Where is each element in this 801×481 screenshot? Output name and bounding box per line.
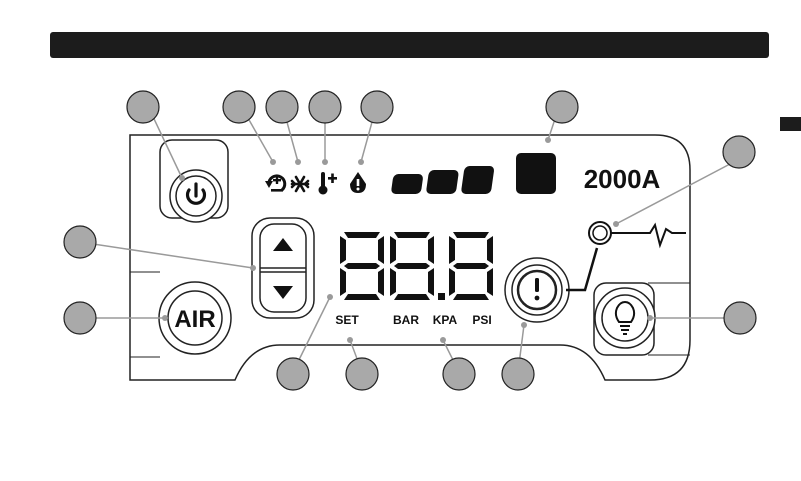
callout-circle bbox=[277, 358, 309, 390]
callout-circle bbox=[309, 91, 341, 123]
status-led bbox=[589, 222, 611, 244]
callout-circle bbox=[64, 226, 96, 258]
callout-circle bbox=[223, 91, 255, 123]
callout-circle bbox=[346, 358, 378, 390]
bar-label: BAR bbox=[393, 313, 419, 327]
callout-circle bbox=[502, 358, 534, 390]
model-label: 2000A bbox=[584, 164, 661, 194]
air-label: AIR bbox=[174, 306, 215, 333]
psi-label: PSI bbox=[472, 313, 491, 327]
callout-circle bbox=[64, 302, 96, 334]
level-bars bbox=[391, 153, 556, 194]
recirculation-icon bbox=[265, 176, 285, 192]
callout-circle bbox=[724, 302, 756, 334]
snowflake-icon bbox=[292, 177, 308, 191]
seven-segment-display bbox=[340, 232, 493, 300]
thermometer-plus-icon bbox=[319, 172, 338, 195]
kpa-label: KPA bbox=[433, 313, 458, 327]
warning-drop-icon bbox=[350, 172, 366, 193]
callout-circle bbox=[127, 91, 159, 123]
up-down-buttons[interactable] bbox=[252, 218, 314, 318]
callout-circle bbox=[266, 91, 298, 123]
callout-circle bbox=[443, 358, 475, 390]
light-button[interactable] bbox=[594, 283, 655, 355]
callout-circle bbox=[546, 91, 578, 123]
set-label: SET bbox=[335, 313, 359, 327]
callout-circle bbox=[723, 136, 755, 168]
exclamation-icon bbox=[535, 278, 540, 300]
callout-circle bbox=[361, 91, 393, 123]
